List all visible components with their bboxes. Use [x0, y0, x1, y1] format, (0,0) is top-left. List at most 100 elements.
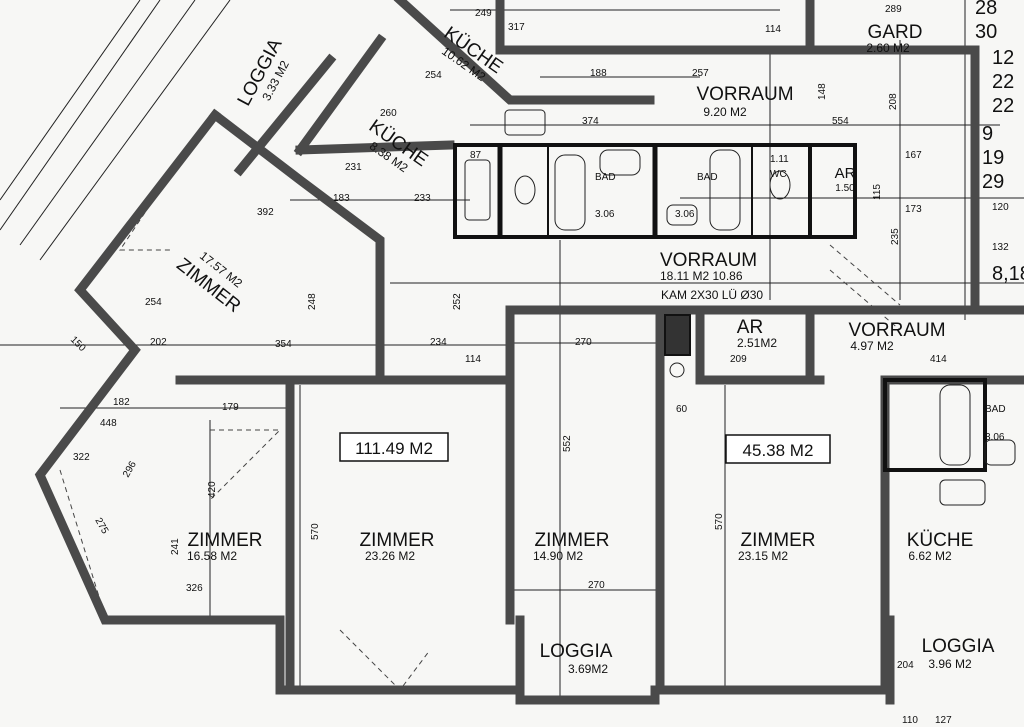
dimension-label: 231	[345, 162, 362, 173]
dimension-labels: 249 289 114 188 257 374 554 167 173 132 …	[68, 4, 1009, 726]
room-area: 9.20 M2	[703, 105, 747, 119]
dimension-label: 260	[380, 108, 397, 119]
dimension-label: 254	[425, 70, 442, 81]
dimension-label: 115	[872, 184, 883, 200]
room-name: VORRAUM	[696, 84, 793, 105]
room-vorraum-3: VORRAUM 4.97 M2	[848, 320, 945, 353]
dimension-label: 241	[170, 538, 181, 555]
side-numbers: 28 30 12 22 22 9 19 29 8,18	[975, 0, 1024, 285]
room-area: 1.50	[835, 183, 855, 194]
unit-total-2: 45.38 M2	[725, 434, 831, 464]
dimension-label: 354	[275, 339, 292, 350]
dimension-label: 296	[121, 459, 139, 479]
room-area: 6.62 M2	[908, 549, 952, 563]
room-area: 3.96 M2	[928, 657, 972, 671]
room-bad-3: BAD 3.06	[985, 404, 1006, 443]
room-zimmer-5: ZIMMER 23.15 M2	[738, 530, 815, 563]
room-area: 2.51M2	[737, 336, 777, 350]
unit-total-text: 111.49 M2	[355, 439, 433, 458]
room-area: 23.26 M2	[365, 549, 415, 563]
dimension-label: 183	[333, 193, 350, 204]
dimension-label: 233	[414, 193, 431, 204]
dimension-label: 208	[888, 93, 899, 110]
room-name: BAD	[595, 172, 616, 183]
dimension-label: 420	[207, 481, 218, 498]
sanitary-block	[453, 109, 1016, 506]
dimension-label: 552	[562, 435, 573, 452]
room-zimmer-3: ZIMMER 23.26 M2	[360, 530, 435, 563]
dimension-label: 570	[310, 523, 321, 540]
room-name: AR	[737, 317, 763, 338]
room-name: ZIMMER	[188, 530, 263, 551]
dimension-lines	[0, 0, 1024, 700]
room-bad-2: BAD 3.06	[675, 172, 718, 220]
room-name: AR	[835, 165, 856, 182]
side-number: 12	[992, 47, 1014, 69]
dimension-label: 257	[692, 68, 709, 79]
dimension-label: 317	[508, 22, 525, 33]
room-kueche-2: KÜCHE 8.38 M2	[365, 116, 432, 176]
dimension-label: 248	[307, 293, 318, 310]
dimension-label: 120	[992, 202, 1009, 213]
dimension-label: 234	[430, 337, 447, 348]
side-number: 9	[982, 123, 993, 145]
room-vorraum-1: VORRAUM 9.20 M2	[696, 84, 793, 119]
side-number: 8,18	[992, 263, 1024, 285]
room-area: 3.69M2	[568, 662, 608, 676]
dimension-label: 188	[590, 68, 607, 79]
room-area: 3.06	[595, 209, 615, 220]
room-zimmer-4: ZIMMER 14.90 M2	[533, 530, 609, 563]
dimension-label: 148	[817, 83, 828, 100]
room-zimmer-2: ZIMMER 16.58 M2	[187, 530, 262, 563]
dimension-label: 322	[73, 452, 90, 463]
dimension-label: 448	[100, 418, 117, 429]
dimension-label: 204	[897, 660, 914, 671]
room-name: LOGGIA	[922, 636, 995, 657]
room-name: GARD	[868, 22, 923, 43]
side-number: 19	[982, 147, 1004, 169]
room-name: ZIMMER	[360, 530, 435, 551]
room-name: WC	[770, 169, 787, 180]
room-loggia-3: LOGGIA 3.96 M2	[922, 636, 995, 671]
dimension-label: 235	[890, 228, 901, 245]
dimension-label: 167	[905, 150, 922, 161]
dimension-label: 414	[930, 354, 947, 365]
room-bad-1: BAD 3.06	[595, 172, 616, 220]
chimney-note: KAM 2X30 LÜ Ø30	[661, 288, 763, 302]
room-area: 16.58 M2	[187, 549, 237, 563]
room-kueche-1: KÜCHE 10.62 M2	[439, 23, 506, 84]
dimension-label: 570	[714, 513, 725, 530]
room-name: ZIMMER	[741, 530, 816, 551]
room-name: BAD	[985, 404, 1006, 415]
room-area: 2.60 M2	[866, 41, 910, 55]
room-name: LOGGIA	[540, 641, 613, 662]
room-area: 23.15 M2	[738, 549, 788, 563]
room-ar-2: AR 2.51M2	[737, 317, 778, 350]
room-kueche-3: KÜCHE 6.62 M2	[907, 530, 974, 563]
dimension-label: 252	[452, 293, 463, 310]
room-area: 18.11 M2 10.86	[660, 269, 743, 283]
dimension-label: 173	[905, 204, 922, 215]
room-area: 4.97 M2	[850, 339, 894, 353]
room-zimmer-1: ZIMMER 17.57 M2	[172, 249, 245, 317]
dimension-label: 326	[186, 583, 203, 594]
dimension-label: 182	[113, 397, 130, 408]
room-name: ZIMMER	[535, 530, 610, 551]
dimension-label: 60	[676, 404, 688, 415]
side-number: 22	[992, 95, 1014, 117]
room-wc: WC 1.11	[770, 154, 789, 180]
dimension-label: 289	[885, 4, 902, 15]
unit-total-1: 111.49 M2	[339, 432, 449, 462]
dimension-label: 270	[588, 580, 605, 591]
dimension-label: 554	[832, 116, 849, 127]
room-ar-1: AR 1.50	[835, 165, 856, 194]
side-number: 28	[975, 0, 997, 19]
dimension-label: 110	[902, 715, 918, 726]
dimension-label: 374	[582, 116, 599, 127]
room-name: KÜCHE	[907, 530, 974, 551]
room-loggia-2: LOGGIA 3.69M2	[540, 641, 613, 676]
side-number: 29	[982, 171, 1004, 193]
dimension-label: 114	[765, 24, 781, 35]
dimension-label: 275	[92, 516, 110, 536]
